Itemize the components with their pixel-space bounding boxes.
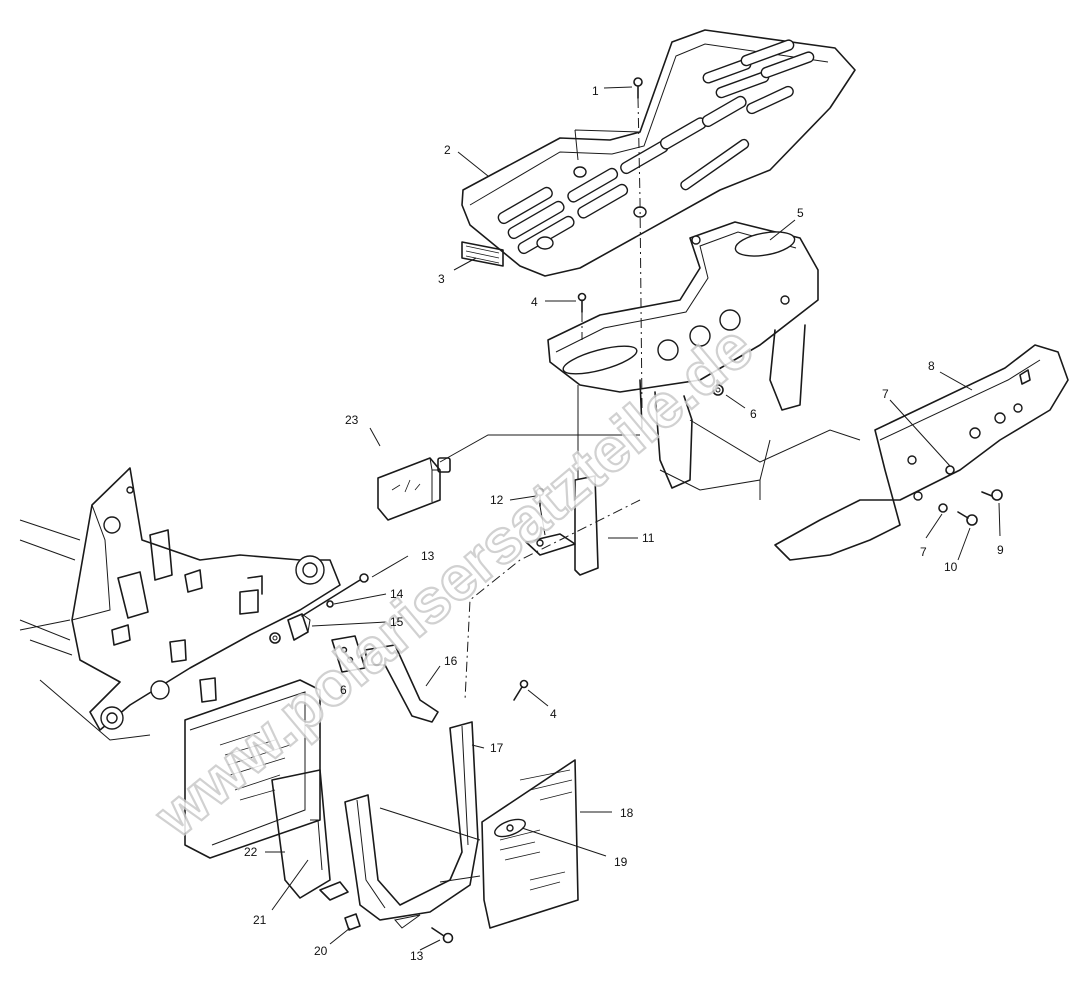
bracket-plate [331,635,366,673]
callout-22: 22 [244,845,258,859]
frame-floor-outline [659,419,861,491]
screw-1 [633,77,643,99]
callout-15: 15 [390,615,404,629]
callout-labels: 1 2 3 4 5 6 7 8 7 9 10 11 12 23 13 14 15… [244,84,1004,963]
washer-14 [326,600,334,608]
callout-6: 6 [750,407,757,421]
callout-13: 13 [421,549,435,563]
washer-7b [938,503,948,513]
battery-box [184,679,321,859]
bolt-4-lower [513,679,529,701]
bolt-13-lower [431,927,454,944]
callout-9: 9 [997,543,1004,557]
nut-6-lower [269,632,281,644]
rack-support-frame [547,221,819,489]
u-bracket [344,721,479,929]
callout-18: 18 [620,806,634,820]
callout-7: 7 [882,387,889,401]
callout-8: 8 [928,359,935,373]
fasteners [269,77,1003,944]
bolt-12 [535,487,545,507]
callout-2: 2 [444,143,451,157]
curved-arm [364,644,439,723]
light-bracket [525,475,599,576]
callout-14: 14 [390,587,404,601]
callout-17: 17 [490,741,504,755]
callout-3: 3 [438,272,445,286]
callout-16: 16 [444,654,458,668]
washer-7a [945,465,955,475]
callout-20: 20 [314,944,328,958]
side-panel [271,769,349,901]
callout-4b: 4 [550,707,557,721]
callout-19: 19 [614,855,628,869]
callout-1: 1 [592,84,599,98]
chassis-frame [19,467,341,741]
bolt-10 [957,511,978,526]
rack-slots [497,39,815,255]
callout-13b: 13 [410,949,424,963]
callout-7b: 7 [920,545,927,559]
spacer-block [287,613,311,641]
leader-lines [265,86,1001,951]
callout-5: 5 [797,206,804,220]
bolt-4-upper [577,292,587,313]
callout-12: 12 [490,493,504,507]
callout-6b: 6 [340,683,347,697]
callout-21: 21 [253,913,267,927]
bolt-9 [981,489,1003,501]
callout-11: 11 [642,531,655,545]
rack-plate [461,29,856,277]
rear-bumper [774,344,1069,561]
callout-23: 23 [345,413,359,427]
reflector [461,241,504,267]
tail-light [377,457,451,521]
callout-10: 10 [944,560,958,574]
clip [344,913,361,931]
bolt-13-upper [301,573,369,617]
callout-4: 4 [531,295,538,309]
mud-flap [481,759,579,929]
assembly-lines [379,97,761,883]
nut-6-upper [712,384,724,396]
